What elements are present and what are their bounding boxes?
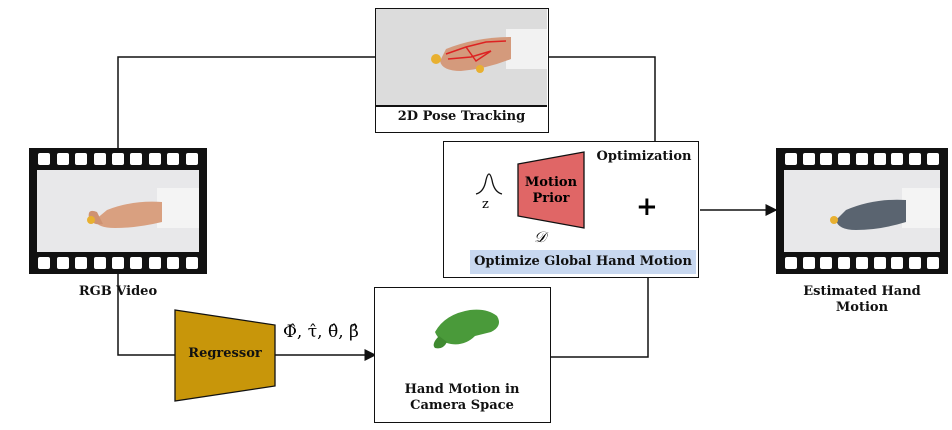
camera-space-caption: Hand Motion in Camera Space [404, 382, 520, 413]
pose-tracking-image [376, 9, 547, 105]
optimization-title: Optimization [596, 149, 692, 164]
output-video-filmstrip [776, 148, 948, 274]
regressor-shape [174, 309, 276, 402]
latent-z-label: z [482, 197, 489, 212]
output-video-frame [784, 170, 940, 252]
input-video-frame [37, 170, 199, 252]
gaussian-icon [475, 173, 503, 195]
hand-mesh-image [433, 309, 499, 349]
plus-sign: + [636, 192, 658, 222]
hand-image [87, 188, 199, 228]
divider [376, 105, 547, 107]
decoder-label: 𝒟 [534, 228, 546, 246]
optimize-global-hand-motion-label: Optimize Global Hand Motion [470, 250, 696, 274]
optimization-box: Optimization z Motion Prior 𝒟 + Optimize… [443, 141, 699, 278]
pose-tracking-caption: 2D Pose Tracking [397, 109, 526, 124]
pose-tracking-box: 2D Pose Tracking [375, 8, 549, 133]
regressor-label: Regressor [188, 346, 262, 361]
input-video-caption: RGB Video [78, 284, 158, 299]
input-video-filmstrip [29, 148, 207, 274]
motion-prior-label: Motion Prior [524, 175, 578, 206]
motion-prior-trapezoid [517, 151, 585, 229]
estimated-hand-image [830, 188, 940, 230]
regressor-outputs: Φ̂, τ̂, θ̂, β̂ [283, 322, 359, 342]
output-caption: Estimated Hand Motion [803, 284, 921, 315]
camera-space-box: Hand Motion in Camera Space [374, 287, 551, 423]
